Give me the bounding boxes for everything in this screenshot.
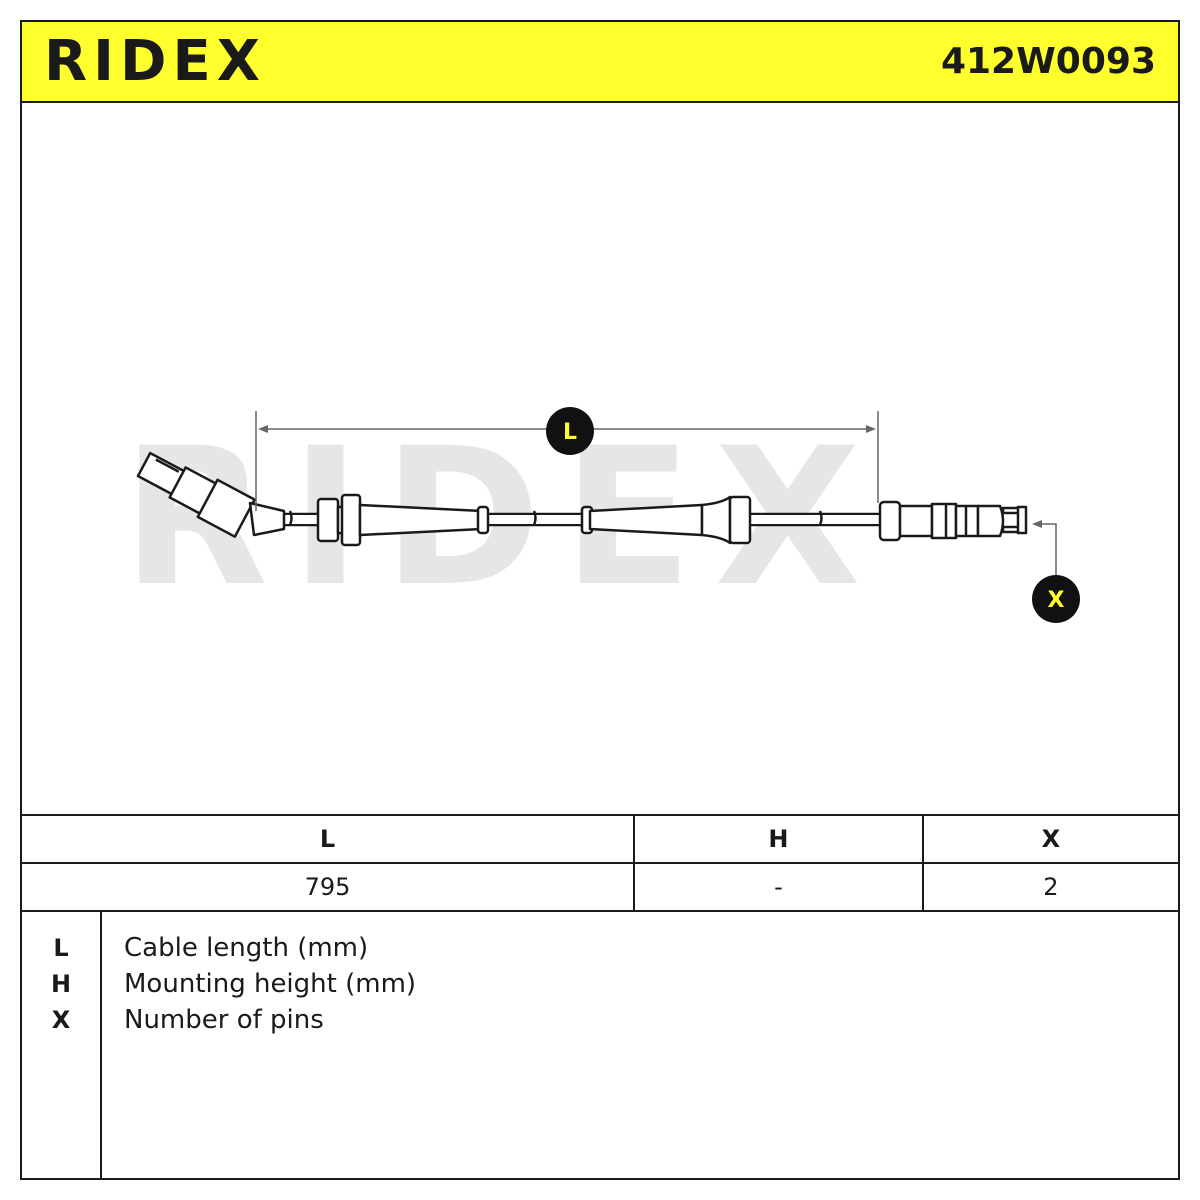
brand-name: RIDEX (44, 28, 266, 94)
pins-marker (1032, 575, 1080, 623)
brand-logo: RIDEX (44, 22, 266, 101)
pin-pointer-arrow (1032, 520, 1042, 528)
sensor-cable (136, 451, 1028, 547)
value-height: - (634, 862, 924, 910)
spec-sheet-frame: RIDEX 412W0093 RIDEX (20, 20, 1180, 1180)
cable-break-1 (288, 510, 293, 526)
connector-tip (976, 504, 1005, 538)
sensor-collar (248, 501, 286, 537)
connector-ring (878, 500, 902, 542)
pins-marker-label: X (1048, 588, 1065, 613)
grommet-1-ring (340, 493, 362, 547)
cable-break-2 (532, 510, 537, 526)
part-number: 412W0093 (940, 41, 1156, 82)
column-header-pins: X (922, 814, 1178, 863)
sensor-head (136, 451, 256, 538)
sleeve-1-cap (476, 505, 490, 535)
legend-key-height: H (50, 970, 72, 998)
cable-break-3 (818, 510, 823, 526)
sensor-tip-line (155, 458, 180, 473)
legend-section: L H X Cable length (mm) Mounting height … (22, 910, 1178, 1180)
connector-pin-block (1016, 505, 1028, 535)
sensor-drawing-svg: RIDEX (122, 407, 1080, 628)
parameter-header-row: L H X (22, 814, 1178, 863)
sleeve-2 (588, 503, 704, 537)
pin-pointer (1032, 520, 1057, 579)
connector-body (898, 504, 934, 538)
length-marker-label: L (563, 420, 577, 445)
parameter-value-row: 795 - 2 (22, 862, 1178, 910)
header-bar: RIDEX 412W0093 (22, 22, 1178, 103)
parameter-table: L H X 795 - 2 (22, 814, 1178, 910)
dimension-arrow-left (258, 425, 268, 433)
legend-desc-pins: Number of pins (124, 1005, 324, 1035)
connector-sleeve (930, 502, 958, 540)
legend-desc-height: Mounting height (mm) (124, 969, 417, 999)
legend-descriptions-column: Cable length (mm) Mounting height (mm) N… (124, 930, 416, 1038)
dimension-arrow-right (866, 425, 876, 433)
legend-key-length: L (53, 934, 69, 962)
cable-fill (253, 515, 881, 524)
value-length: 795 (22, 862, 635, 910)
legend-key-pins: X (51, 1006, 71, 1034)
legend-keys-column: L H X (22, 912, 102, 1180)
grommet-2-flange (700, 495, 732, 545)
value-pins: 2 (922, 862, 1178, 910)
sensor-housing (196, 478, 256, 538)
grommet-1 (316, 497, 340, 543)
technical-drawing: RIDEX (22, 103, 1178, 814)
column-header-height: H (634, 814, 924, 863)
sleeve-1 (358, 503, 484, 537)
grommet-2-ring (728, 495, 752, 545)
length-marker (546, 407, 594, 455)
column-header-length: L (22, 814, 635, 863)
pin-pointer-line (1036, 523, 1057, 579)
legend-desc-length: Cable length (mm) (124, 933, 369, 963)
